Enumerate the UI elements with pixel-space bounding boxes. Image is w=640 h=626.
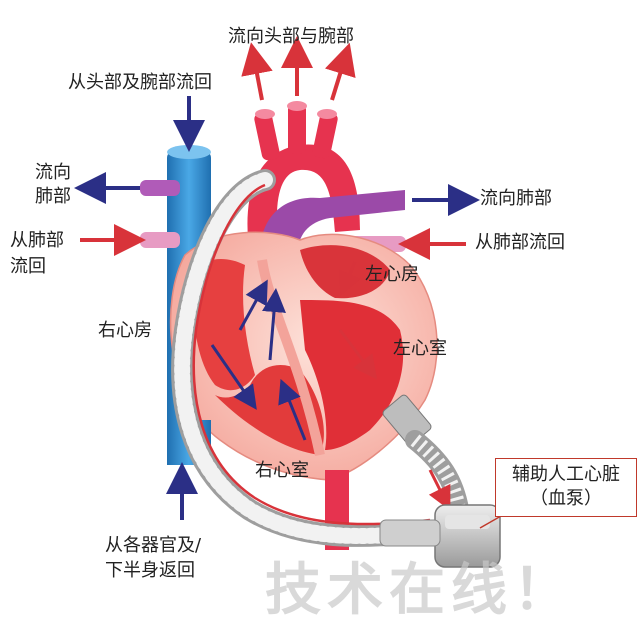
- label-right-ventricle: 右心室: [255, 460, 309, 481]
- pulmonary-vein-left: [140, 232, 180, 248]
- aortic-branch-2: [288, 104, 306, 154]
- aortic-branch-1: [254, 111, 280, 161]
- arrow-to-head-3: [324, 42, 356, 101]
- label-left-atrium: 左心房: [365, 264, 419, 285]
- vena-cava-top: [167, 145, 211, 159]
- label-to-lung-left-1: 流向: [35, 162, 71, 183]
- flow-arrow-la: [338, 261, 361, 297]
- aortic-branch-3: [312, 111, 338, 159]
- flow-arrow-lv: [338, 329, 378, 380]
- label-to-lung-right: 流向肺部: [480, 188, 552, 209]
- lvad-label-line1: 辅助人工心脏: [512, 464, 620, 485]
- flow-arrow-ra-rv: [210, 344, 257, 410]
- label-to-lung-left-2: 肺部: [35, 186, 71, 207]
- flow-arrow-pump-inflow: [428, 469, 451, 511]
- label-from-head-arms: 从头部及腕部流回: [68, 72, 212, 93]
- flow-arrow-ra-up: [238, 279, 268, 331]
- flow-arrow-pulm: [262, 288, 286, 361]
- left-ventricle-chamber: [300, 300, 404, 450]
- arrow-to-head-1: [241, 42, 273, 101]
- lvad-label-box: 辅助人工心脏 （血泵）: [495, 458, 637, 517]
- label-to-head-arms: 流向头部与腕部: [228, 26, 354, 47]
- label-from-lung-left-2: 流回: [10, 256, 46, 277]
- inflow-tube: [405, 430, 470, 525]
- pulmonary-artery-left: [140, 180, 180, 196]
- label-left-ventricle: 左心室: [393, 338, 447, 359]
- septum: [257, 259, 325, 457]
- label-right-atrium: 右心房: [98, 320, 152, 341]
- watermark: 技术在线！: [265, 558, 575, 623]
- lvad-label-line2: （血泵）: [530, 488, 602, 510]
- label-from-lung-left-1: 从肺部: [10, 230, 64, 251]
- label-from-organs-2: 下半身返回: [105, 560, 195, 581]
- flow-arrow-rv-up: [278, 378, 307, 441]
- label-from-lung-right: 从肺部流回: [475, 232, 565, 253]
- label-from-organs-1: 从各器官及/: [105, 535, 202, 556]
- right-atrium-chamber: [193, 258, 255, 391]
